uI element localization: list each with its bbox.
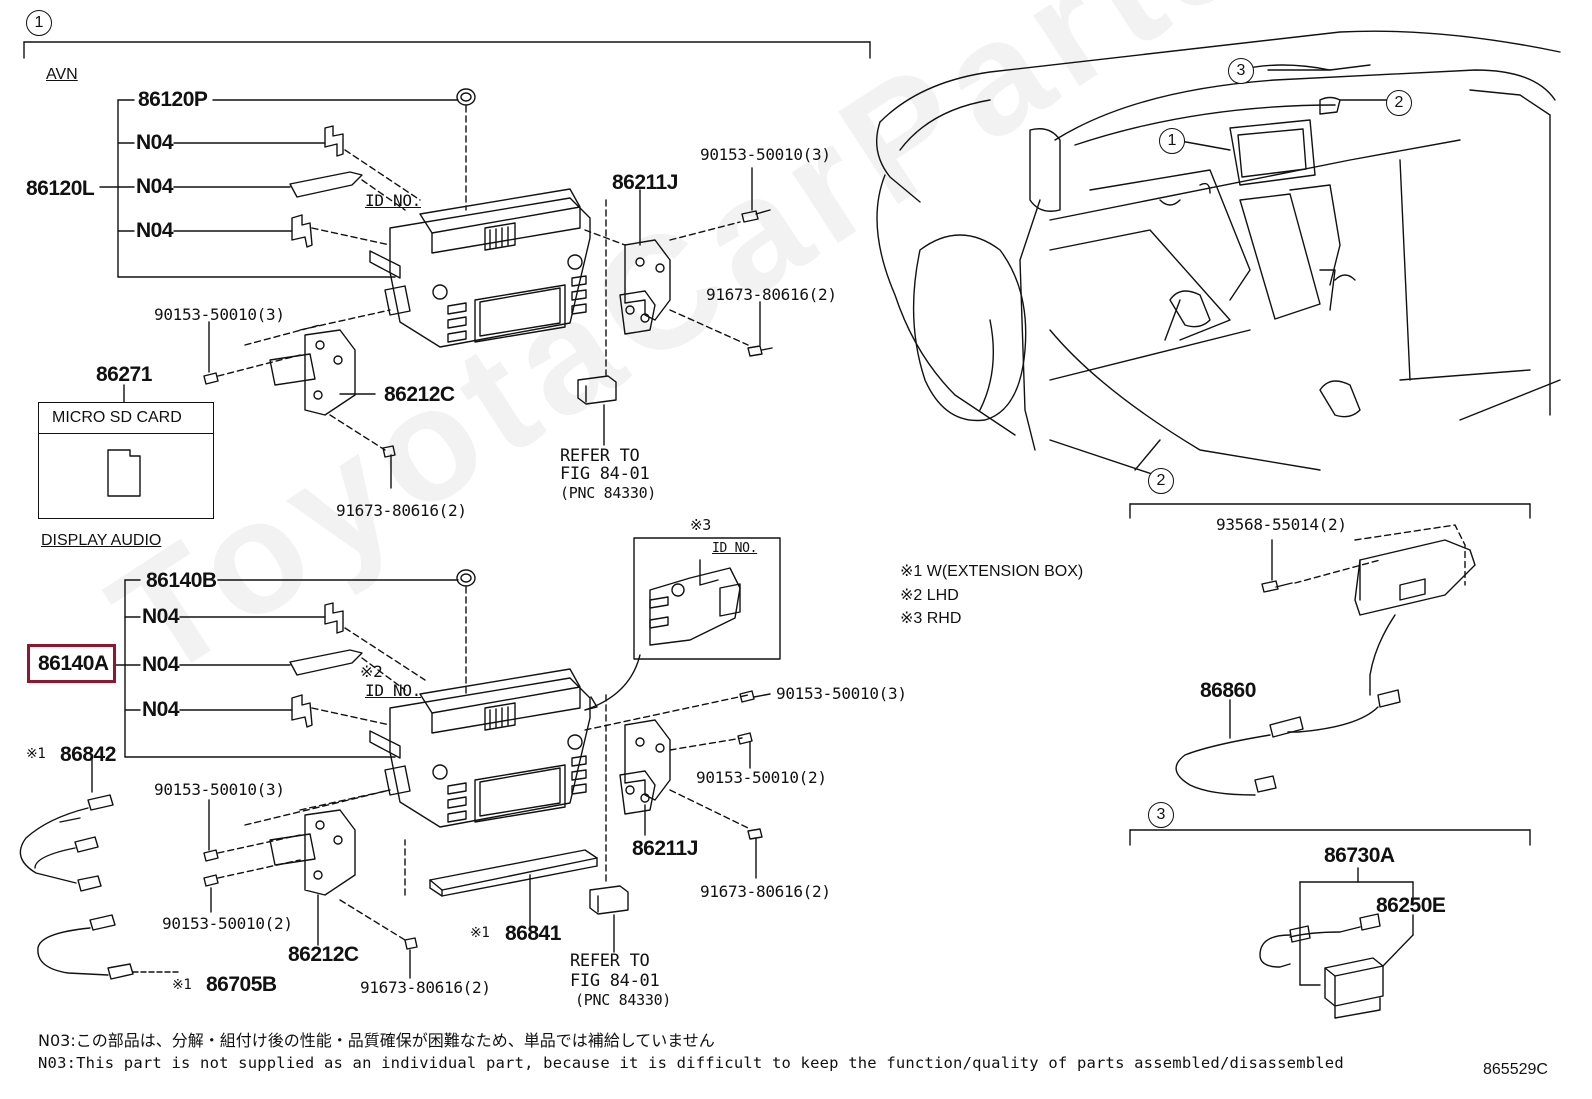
camera-86730A: [1259, 867, 1414, 1019]
part-86211J-da[interactable]: 86211J: [632, 837, 698, 860]
da-bracket-lines: [115, 579, 459, 758]
da-head-unit: [369, 654, 641, 828]
refer-to-avn-2[interactable]: FIG 84-01: [560, 464, 650, 484]
avn-bracket-86211J: [584, 189, 749, 346]
part-86140A[interactable]: 86140A: [38, 652, 109, 675]
car-overview: [876, 30, 1561, 481]
refer-to-da-1: REFER TO: [570, 951, 650, 971]
avn-cap-86120P: [456, 88, 476, 211]
da-extension-box-86841: [404, 839, 598, 929]
part-86212C-da[interactable]: 86212C: [288, 943, 359, 966]
part-86120L[interactable]: 86120L: [26, 177, 95, 200]
micro-sd-card-header: [38, 402, 214, 434]
part-93568-55014[interactable]: 93568-55014(2): [1216, 515, 1347, 534]
part-90153-50010-avn-left[interactable]: 90153-50010(3): [154, 305, 285, 324]
part-n04-avn-c[interactable]: N04: [136, 219, 174, 242]
part-86730A[interactable]: 86730A: [1324, 844, 1395, 867]
part-86705B[interactable]: 86705B: [206, 973, 277, 996]
id-no-label-avn: ID NO.: [365, 191, 421, 210]
mark-1-86842: ※1: [26, 746, 46, 762]
part-86842[interactable]: 86842: [60, 743, 116, 766]
part-90153-50010-da-left-top[interactable]: 90153-50010(3): [154, 780, 285, 799]
inset-id-no: ID NO.: [712, 541, 758, 556]
part-90153-50010-da-right-mid[interactable]: 90153-50010(2): [696, 768, 827, 787]
car-marker-1: 1: [1159, 128, 1185, 154]
part-91673-80616-da-right[interactable]: 91673-80616(2): [700, 882, 831, 901]
avn-fasteners: [203, 167, 773, 489]
part-90153-50010-avn-top[interactable]: 90153-50010(3): [700, 145, 831, 164]
refer-to-avn-1: REFER TO: [560, 446, 640, 466]
avn-n04-clips: [289, 125, 421, 248]
refer-to-da-3: (PNC 84330): [575, 991, 672, 1009]
da-cable-86842: [19, 757, 114, 892]
da-fasteners: [203, 690, 771, 979]
section-title-avn: AVN: [46, 66, 78, 83]
avn-switch-part: [577, 199, 617, 446]
refer-to-da-2[interactable]: FIG 84-01: [570, 971, 660, 991]
mark-1-86841: ※1: [470, 925, 490, 941]
part-91673-80616-avn-right[interactable]: 91673-80616(2): [706, 285, 837, 304]
section-1-bracket: [23, 41, 871, 59]
part-n04-avn-a[interactable]: N04: [136, 131, 174, 154]
part-n04-avn-b[interactable]: N04: [136, 175, 174, 198]
part-n04-da-c[interactable]: N04: [142, 698, 180, 721]
part-86140B[interactable]: 86140B: [146, 569, 217, 592]
inset-mark-3: ※3: [690, 516, 711, 534]
mark-2-da: ※2: [360, 662, 383, 681]
legend-1: ※1 W(EXTENSION BOX): [900, 563, 1084, 580]
part-86211J-avn[interactable]: 86211J: [612, 171, 678, 194]
part-91673-80616-avn-bottom[interactable]: 91673-80616(2): [336, 501, 467, 520]
part-n04-da-a[interactable]: N04: [142, 605, 180, 628]
note-n03-en: N03:This part is not supplied as an indi…: [38, 1054, 1344, 1072]
part-86841[interactable]: 86841: [505, 922, 561, 945]
avn-bracket-86212C: [269, 309, 391, 416]
part-n04-da-b[interactable]: N04: [142, 653, 180, 676]
avn-bracket-lines: [99, 99, 459, 278]
section-title-display-audio: DISPLAY AUDIO: [41, 532, 162, 549]
part-90153-50010-da-right-top[interactable]: 90153-50010(3): [776, 684, 907, 703]
mark-1-86705B: ※1: [172, 977, 192, 993]
refer-to-avn-3: (PNC 84330): [560, 484, 657, 502]
part-86120P[interactable]: 86120P: [138, 88, 208, 111]
section-marker-2: 2: [1148, 468, 1174, 494]
da-switch-part: [589, 694, 629, 953]
note-n03-jp: N03:この部品は、分解・組付け後の性能・品質確保が困難なため、単品では補給して…: [38, 1031, 715, 1050]
section-3-bracket: [1129, 829, 1531, 846]
inset-rhd: [633, 537, 781, 660]
section-2-bracket: [1129, 503, 1531, 519]
part-86271[interactable]: 86271: [96, 363, 152, 386]
micro-sd-box: [107, 384, 141, 497]
part-90153-50010-da-left-bottom[interactable]: 90153-50010(2): [162, 914, 293, 933]
micro-sd-card-label: MICRO SD CARD: [52, 409, 182, 426]
avn-head-unit: [369, 188, 591, 348]
da-n04-clips: [289, 602, 426, 728]
id-no-label-da: ID NO.: [365, 681, 421, 700]
highlight-86140A: [27, 644, 116, 683]
da-cap-86140B: [456, 569, 476, 696]
section-marker-1: 1: [26, 10, 52, 36]
legend-2: ※2 LHD: [900, 587, 959, 604]
part-91673-80616-da-bottom[interactable]: 91673-80616(2): [360, 978, 491, 997]
figure-code: 865529C: [1483, 1061, 1548, 1078]
section-marker-3: 3: [1148, 802, 1174, 828]
legend-3: ※3 RHD: [900, 610, 962, 627]
harness-86860: [1175, 524, 1476, 796]
da-cable-86705B: [37, 914, 179, 980]
da-bracket-86212C: [269, 789, 391, 946]
part-86212C-avn[interactable]: 86212C: [384, 383, 455, 406]
car-marker-2: 2: [1386, 90, 1412, 116]
car-marker-3: 3: [1228, 58, 1254, 84]
da-bracket-86211J: [584, 694, 749, 836]
part-86860[interactable]: 86860: [1200, 679, 1256, 702]
part-86250E[interactable]: 86250E: [1376, 894, 1446, 917]
